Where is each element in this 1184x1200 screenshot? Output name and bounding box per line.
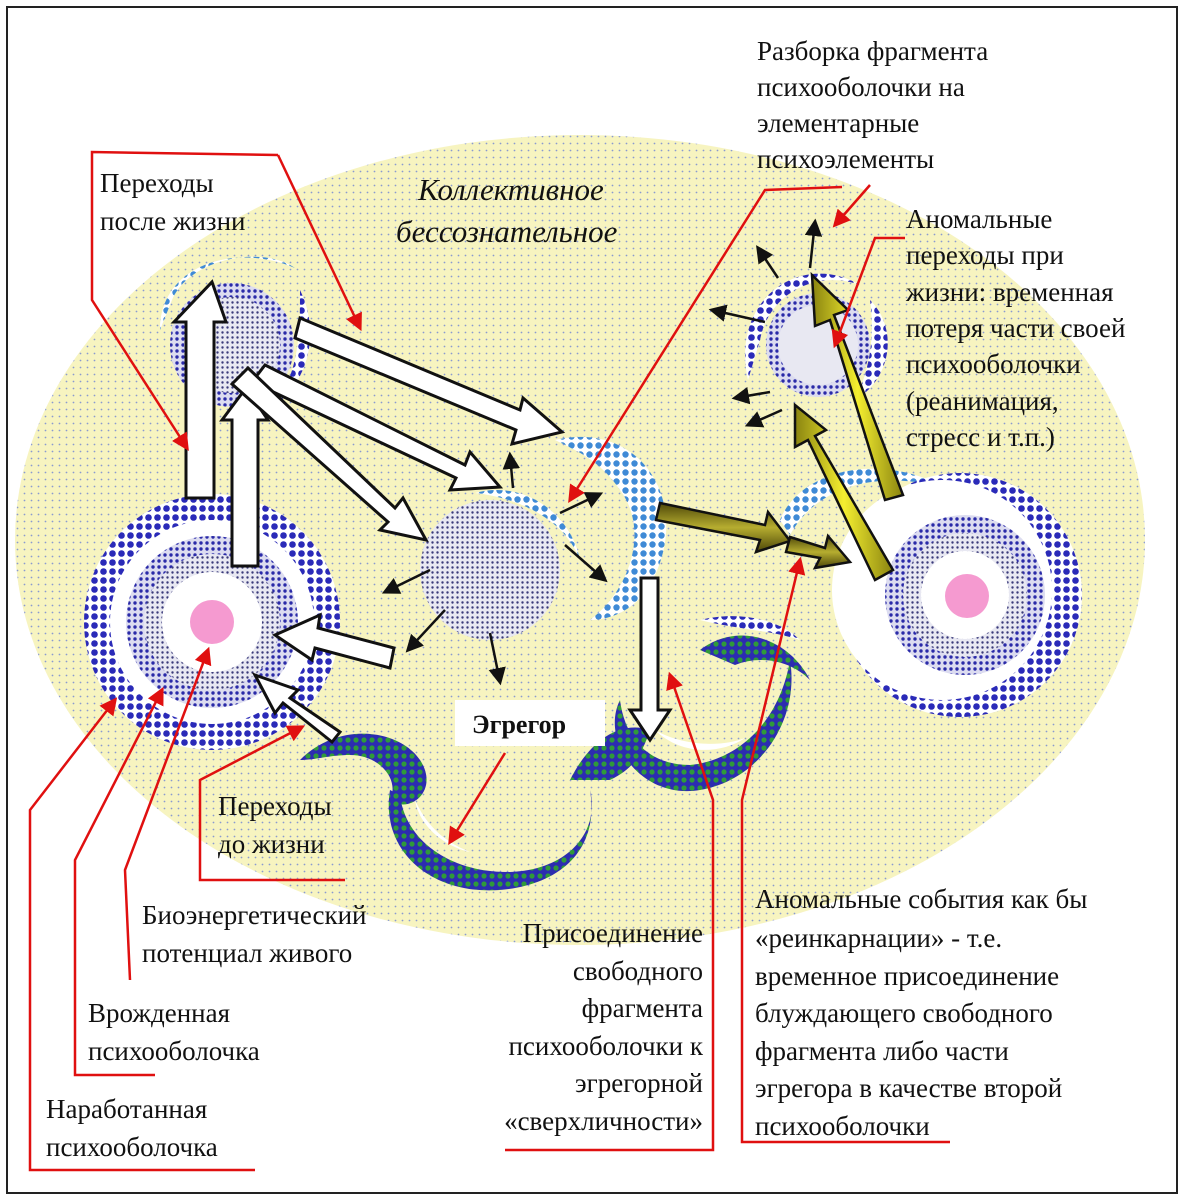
svg-text:Наработанная: Наработанная [46,1094,207,1124]
svg-text:после жизни: после жизни [100,206,245,236]
free-fragment-center [420,489,580,640]
svg-text:эгрегора в качестве второй: эгрегора в качестве второй [755,1073,1062,1103]
pointer-disassembly-right [832,184,871,228]
svg-text:психооболочки на: психооболочки на [757,72,965,102]
pointer-after-life [90,150,279,451]
reincarnation-olive-arrow [654,501,793,554]
pointer-bio-potential [123,646,212,981]
joining-label: Присоединение свободного фрагмента психо… [504,918,704,1136]
svg-text:свободного: свободного [573,956,703,986]
svg-text:фрагмента: фрагмента [582,993,703,1023]
pointer-before-life [198,725,345,882]
svg-text:психооболочка: психооболочка [88,1036,260,1066]
svg-text:Присоединение: Присоединение [523,918,703,948]
anomalous-yellow-arrow-short [793,402,895,582]
svg-text:переходы при: переходы при [906,240,1064,270]
svg-text:«сверхличности»: «сверхличности» [504,1106,703,1136]
scatter-arrow-3 [488,632,506,686]
svg-text:эгрегорной: эгрегорной [575,1068,703,1098]
anomal-transitions-label: Аномальные переходы при жизни: временная… [905,204,1125,452]
pointer-after-life-2 [276,154,362,332]
svg-text:психооболочки: психооболочки [755,1111,930,1141]
before-life-arrow-lower [251,672,343,745]
scatter-arrow-5 [564,544,608,583]
svg-text:психооболочки к: психооболочки к [508,1031,703,1061]
after-life-label: Переходы после жизни [100,168,245,236]
svg-text:элементарные: элементарные [757,108,919,138]
svg-text:блуждающего свободного: блуждающего свободного [755,998,1053,1028]
after-life-to-fragment-arrow-mid [249,363,504,492]
after-life-to-fragment-arrow-top [293,315,566,447]
pointer-anomal-transitions [831,236,905,349]
before-life-arrow-upper [271,612,396,670]
svg-text:Аномальные события как бы: Аномальные события как бы [755,884,1087,914]
svg-text:жизни: временная: жизни: временная [905,277,1114,307]
scatter-arrow-9 [708,304,766,324]
scatter-arrow-6 [502,451,520,489]
svg-text:«реинкарнации» - т.е.: «реинкарнации» - т.е. [755,923,1002,953]
svg-text:Врожденная: Врожденная [88,998,230,1028]
pointer-innate-shell [73,686,164,1077]
svg-text:Переходы: Переходы [100,168,214,198]
after-life-to-fragment-arrow-low [229,365,429,543]
innate-shell-label: Врожденная психооболочка [88,998,260,1066]
svg-text:Аномальные: Аномальные [906,204,1052,234]
scatter-arrow-8 [756,245,780,279]
svg-text:до жизни: до жизни [218,829,325,859]
scatter-arrow-4 [559,492,604,515]
pointer-joining [505,671,715,1152]
disassembly-label: Разборка фрагмента психооболочки на элем… [757,36,988,174]
svg-text:потеря части своей: потеря части своей [906,313,1125,343]
before-life-label: Переходы до жизни [218,791,332,859]
scatter-arrow-10 [731,387,771,405]
collective-unconscious-label: Коллективное бессознательное [396,172,618,249]
egregor-chain [300,616,810,891]
bio-potential-core-right [945,574,989,618]
scatter-arrow-2 [405,609,446,653]
acquired-shell-label: Наработанная психооболочка [46,1094,218,1162]
svg-text:психооболочка: психооболочка [46,1132,218,1162]
svg-text:Биоэнергетический: Биоэнергетический [142,900,367,930]
egregor-label-box [455,700,605,746]
scatter-arrow-11 [744,408,783,428]
svg-text:Коллективное: Коллективное [417,172,604,207]
pointer-disassembly-left [568,185,843,503]
anomal-events-label: Аномальные события как бы «реинкарнации»… [755,884,1087,1141]
svg-text:(реанимация,: (реанимация, [906,386,1059,416]
svg-text:фрагмента либо части: фрагмента либо части [755,1036,1009,1066]
svg-text:Разборка фрагмента: Разборка фрагмента [757,36,988,66]
svg-text:психооболочки: психооболочки [906,349,1081,379]
scatter-arrow-7 [804,218,823,269]
svg-text:потенциал живого: потенциал живого [142,938,352,968]
svg-text:Переходы: Переходы [218,791,332,821]
svg-text:бессознательное: бессознательное [396,214,618,249]
pointer-egregor [448,752,507,845]
egregor-label: Эгрегор [472,710,566,739]
reincarnation-olive-arrow-small [784,533,853,570]
egregor-down-arrow [627,576,673,743]
living-being-right [780,468,1082,717]
bio-potential-label: Биоэнергетический потенциал живого [142,900,367,968]
svg-text:временное присоединение: временное присоединение [755,961,1059,991]
fragment-crescent-center-right [555,436,667,620]
pointer-acquired-shell [28,697,255,1172]
scatter-arrow-1 [381,568,431,594]
svg-text:психоэлементы: психоэлементы [757,144,934,174]
svg-text:стресс и т.п.): стресс и т.п.) [906,422,1055,452]
pointer-anomal-events [740,556,950,1144]
bio-potential-core-left [190,600,234,644]
